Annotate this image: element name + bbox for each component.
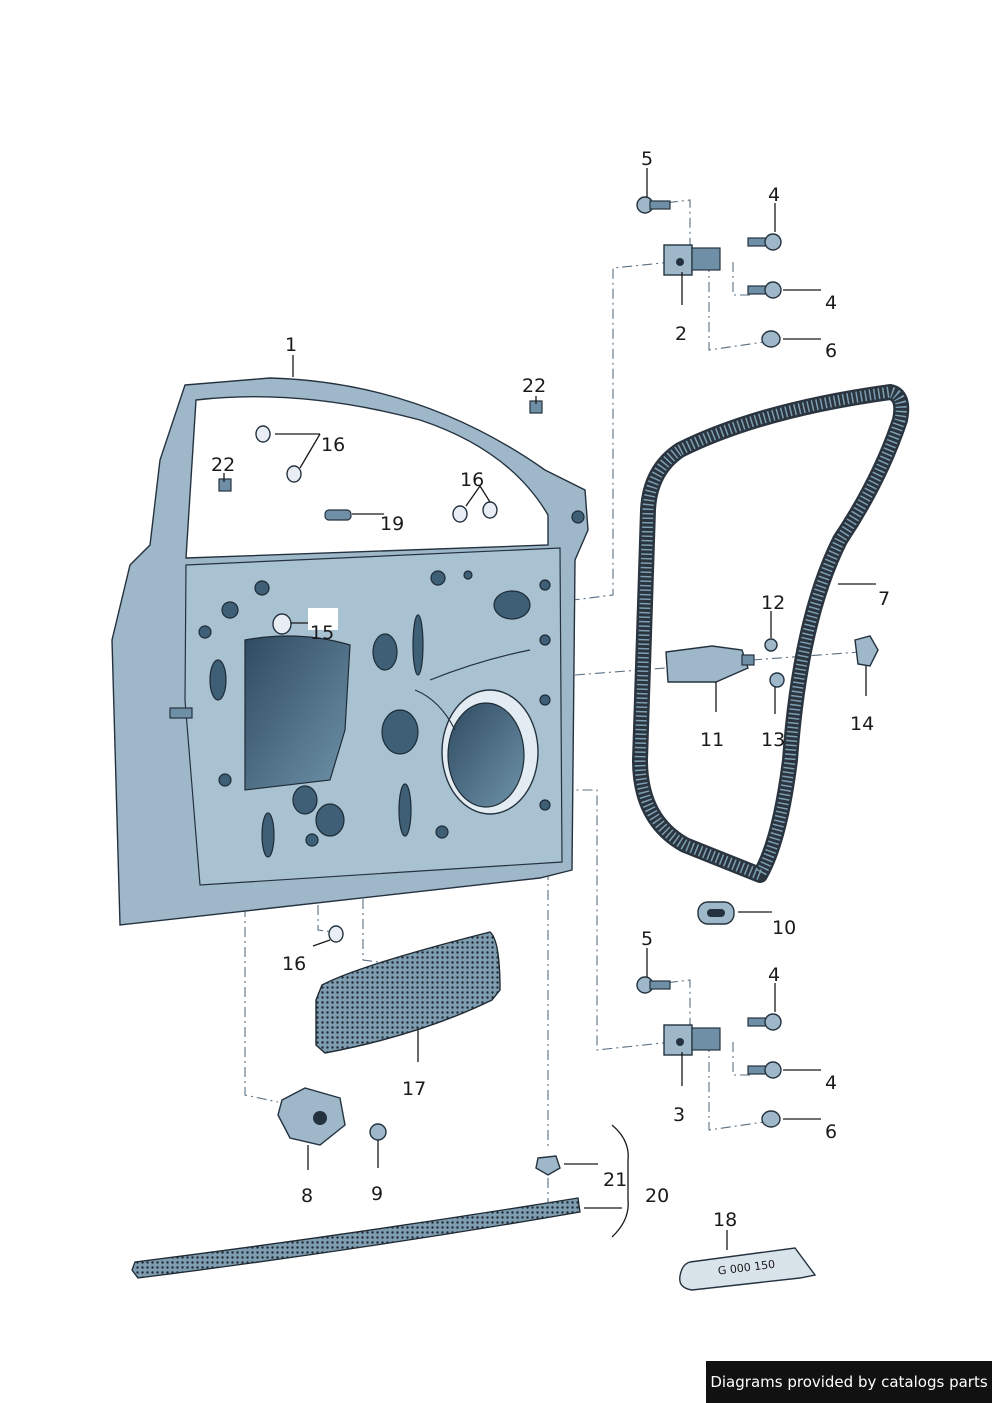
label-10: 10	[772, 917, 796, 939]
label-2: 2	[675, 323, 687, 345]
label-20: 20	[645, 1185, 669, 1207]
door-check	[665, 635, 879, 688]
label-5: 5	[641, 148, 653, 170]
sealant-tube: G 000 150	[679, 1247, 817, 1291]
label-6: 6	[825, 340, 837, 362]
label-18: 18	[713, 1209, 737, 1231]
upper-hinge	[663, 244, 721, 276]
label-3: 3	[673, 1104, 685, 1126]
label-16: 16	[460, 469, 484, 491]
label-19: 19	[380, 513, 404, 535]
foil	[315, 931, 501, 1054]
label-15: 15	[310, 622, 334, 644]
label-5: 5	[641, 928, 653, 950]
label-8: 8	[301, 1185, 313, 1207]
label-6: 6	[825, 1121, 837, 1143]
footer-credit: Diagrams provided by catalogs parts	[706, 1361, 992, 1403]
label-9: 9	[371, 1183, 383, 1205]
label-16: 16	[282, 953, 306, 975]
door-shell	[111, 377, 589, 926]
label-4: 4	[768, 964, 780, 986]
label-16: 16	[321, 434, 345, 456]
door-seal	[632, 384, 910, 883]
label-4: 4	[768, 184, 780, 206]
label-12: 12	[761, 592, 785, 614]
label-22: 22	[522, 375, 546, 397]
plug	[697, 901, 735, 925]
lock-housing	[277, 1087, 387, 1146]
label-21: 21	[603, 1169, 627, 1191]
label-7: 7	[878, 588, 890, 610]
label-11: 11	[700, 729, 724, 751]
label-4: 4	[825, 292, 837, 314]
label-14: 14	[850, 713, 874, 735]
label-17: 17	[402, 1078, 426, 1100]
label-1: 1	[285, 334, 297, 356]
clip	[535, 1155, 561, 1176]
label-13: 13	[761, 729, 785, 751]
lower-hinge	[663, 1024, 721, 1056]
bolts	[636, 196, 782, 1128]
label-4: 4	[825, 1072, 837, 1094]
moulding	[131, 1197, 581, 1279]
leader-lines	[223, 168, 876, 1250]
callout-labels: 1 2 3 4 4 4 4 5 5 6 6 7 8 9 10 11 12 13 …	[211, 148, 890, 1231]
label-22: 22	[211, 454, 235, 476]
